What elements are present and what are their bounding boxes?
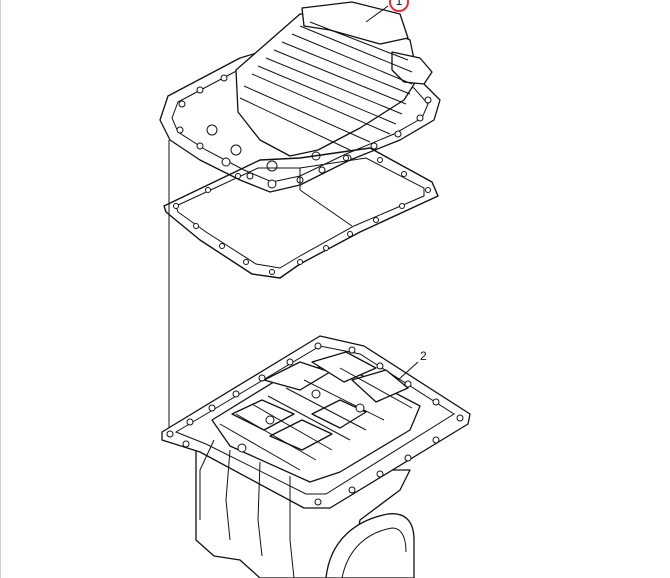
- housing-channels: [199, 367, 413, 578]
- cover-ribs: [239, 21, 413, 151]
- housing-bolt-holes: [166, 342, 464, 506]
- gasket-outer: [163, 147, 439, 279]
- callout-1-highlight-ring: [389, 0, 409, 12]
- part-housing-assembly: [161, 335, 471, 578]
- gasket-center-web: [299, 168, 353, 227]
- cover-connector: [391, 51, 433, 85]
- housing-flange-inner: [174, 345, 455, 495]
- gasket: [163, 147, 439, 279]
- callout-1-leader: [365, 5, 389, 23]
- part-cover-assembly: [159, 1, 441, 193]
- cover-top-block: [301, 1, 409, 45]
- housing-solenoids: [231, 351, 409, 451]
- gasket-holes: [173, 155, 431, 275]
- callout-1-label: 1: [396, 0, 403, 8]
- callout-2[interactable]: 2: [397, 349, 427, 381]
- callout-2-label: 2: [420, 349, 427, 363]
- housing-bore-inner: [341, 527, 407, 578]
- housing-bore: [325, 513, 415, 578]
- callout-2-leader: [397, 361, 419, 381]
- callout-1[interactable]: 1: [365, 0, 409, 23]
